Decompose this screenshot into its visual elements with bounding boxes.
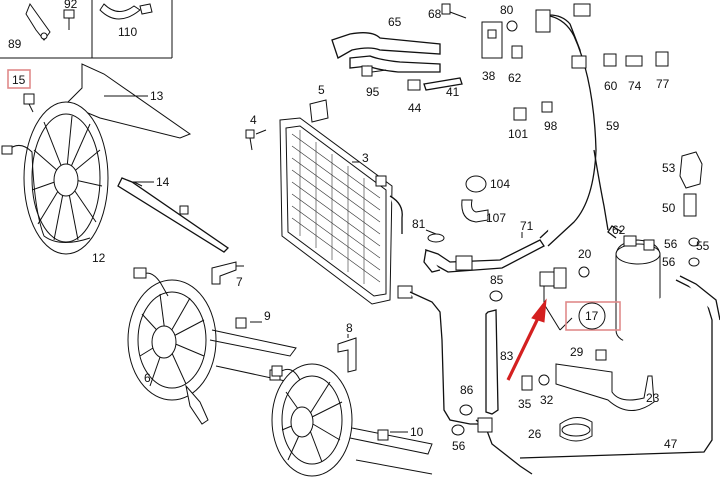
- callout-60[interactable]: 60: [604, 79, 618, 93]
- callout-29[interactable]: 29: [570, 345, 584, 359]
- callout-107[interactable]: 107: [486, 211, 506, 225]
- callout-86[interactable]: 86: [460, 383, 474, 397]
- callout-38[interactable]: 38: [482, 69, 496, 83]
- pipe-83-85-86: [409, 290, 533, 475]
- callout-17[interactable]: 17: [585, 309, 599, 323]
- callout-71[interactable]: 71: [520, 219, 534, 233]
- callout-12[interactable]: 12: [92, 251, 106, 265]
- callout-77[interactable]: 77: [656, 77, 670, 91]
- callout-15[interactable]: 15: [12, 73, 26, 87]
- callout-4[interactable]: 4: [250, 113, 257, 127]
- hose-47: [519, 275, 720, 459]
- switch-101-98: [513, 101, 553, 121]
- callout-85[interactable]: 85: [490, 273, 504, 287]
- callout-44[interactable]: 44: [408, 101, 422, 115]
- callout-17-highlight: [565, 301, 621, 331]
- callout-13[interactable]: 13: [150, 89, 164, 103]
- callout-6[interactable]: 6: [144, 371, 151, 385]
- callout-20[interactable]: 20: [578, 247, 592, 261]
- bracket-7: [211, 261, 244, 285]
- callout-95[interactable]: 95: [366, 85, 380, 99]
- callout-62-upper[interactable]: 62: [508, 71, 522, 85]
- callout-3[interactable]: 3: [362, 151, 369, 165]
- callout-23[interactable]: 23: [646, 391, 660, 405]
- bracket-23-fasteners: [521, 349, 655, 442]
- expansion-valve-38: [441, 3, 523, 59]
- callout-8[interactable]: 8: [346, 321, 353, 335]
- callout-47[interactable]: 47: [664, 437, 678, 451]
- callout-65[interactable]: 65: [388, 15, 402, 29]
- callout-10[interactable]: 10: [410, 425, 424, 439]
- callout-26[interactable]: 26: [528, 427, 542, 441]
- auxiliary-fan-upper: [127, 267, 297, 425]
- callout-62-right[interactable]: 62: [612, 223, 626, 237]
- pressure-switch-17: [539, 266, 590, 331]
- red-pointer-arrow: [506, 298, 547, 381]
- pad-5: [309, 99, 329, 123]
- callout-41[interactable]: 41: [446, 85, 460, 99]
- callout-74[interactable]: 74: [628, 79, 642, 93]
- callout-68[interactable]: 68: [428, 7, 442, 21]
- callout-56-bottom[interactable]: 56: [452, 439, 466, 453]
- pipe-71-81: [423, 233, 545, 273]
- callout-83[interactable]: 83: [500, 349, 514, 363]
- callout-104[interactable]: 104: [490, 177, 510, 191]
- fittings-60-74-77: [603, 51, 669, 67]
- condenser-3: [279, 117, 413, 305]
- screw-4: [245, 129, 267, 151]
- callout-14[interactable]: 14: [156, 175, 170, 189]
- callout-101[interactable]: 101: [508, 127, 528, 141]
- inset-label-92: 92: [64, 0, 78, 11]
- callout-59[interactable]: 59: [606, 119, 620, 133]
- callout-55[interactable]: 55: [696, 239, 710, 253]
- callout-56-right-upper[interactable]: 56: [664, 237, 678, 251]
- callout-80[interactable]: 80: [500, 3, 514, 17]
- callout-32[interactable]: 32: [540, 393, 554, 407]
- pipe-65-assembly: [331, 32, 441, 77]
- sensor-53-50: [679, 151, 703, 267]
- inset-frame: [0, 0, 173, 59]
- inset-label-89: 89: [8, 37, 22, 51]
- callout-7[interactable]: 7: [236, 275, 243, 289]
- hose-59: [535, 3, 609, 247]
- callout-56-right-lower[interactable]: 56: [662, 255, 676, 269]
- auxiliary-fan-lower: [271, 337, 433, 477]
- callout-53[interactable]: 53: [662, 161, 676, 175]
- callout-98[interactable]: 98: [544, 119, 558, 133]
- callout-9[interactable]: 9: [264, 309, 271, 323]
- callout-81[interactable]: 81: [412, 217, 426, 231]
- clamp-104-107: [461, 175, 489, 223]
- callout-50[interactable]: 50: [662, 201, 676, 215]
- inset-label-110: 110: [118, 25, 137, 39]
- main-fan-assembly: [1, 63, 230, 255]
- callout-35[interactable]: 35: [518, 397, 532, 411]
- callout-15-highlight: [7, 69, 31, 89]
- fitting-44-41: [407, 77, 463, 91]
- callout-5[interactable]: 5: [318, 83, 325, 97]
